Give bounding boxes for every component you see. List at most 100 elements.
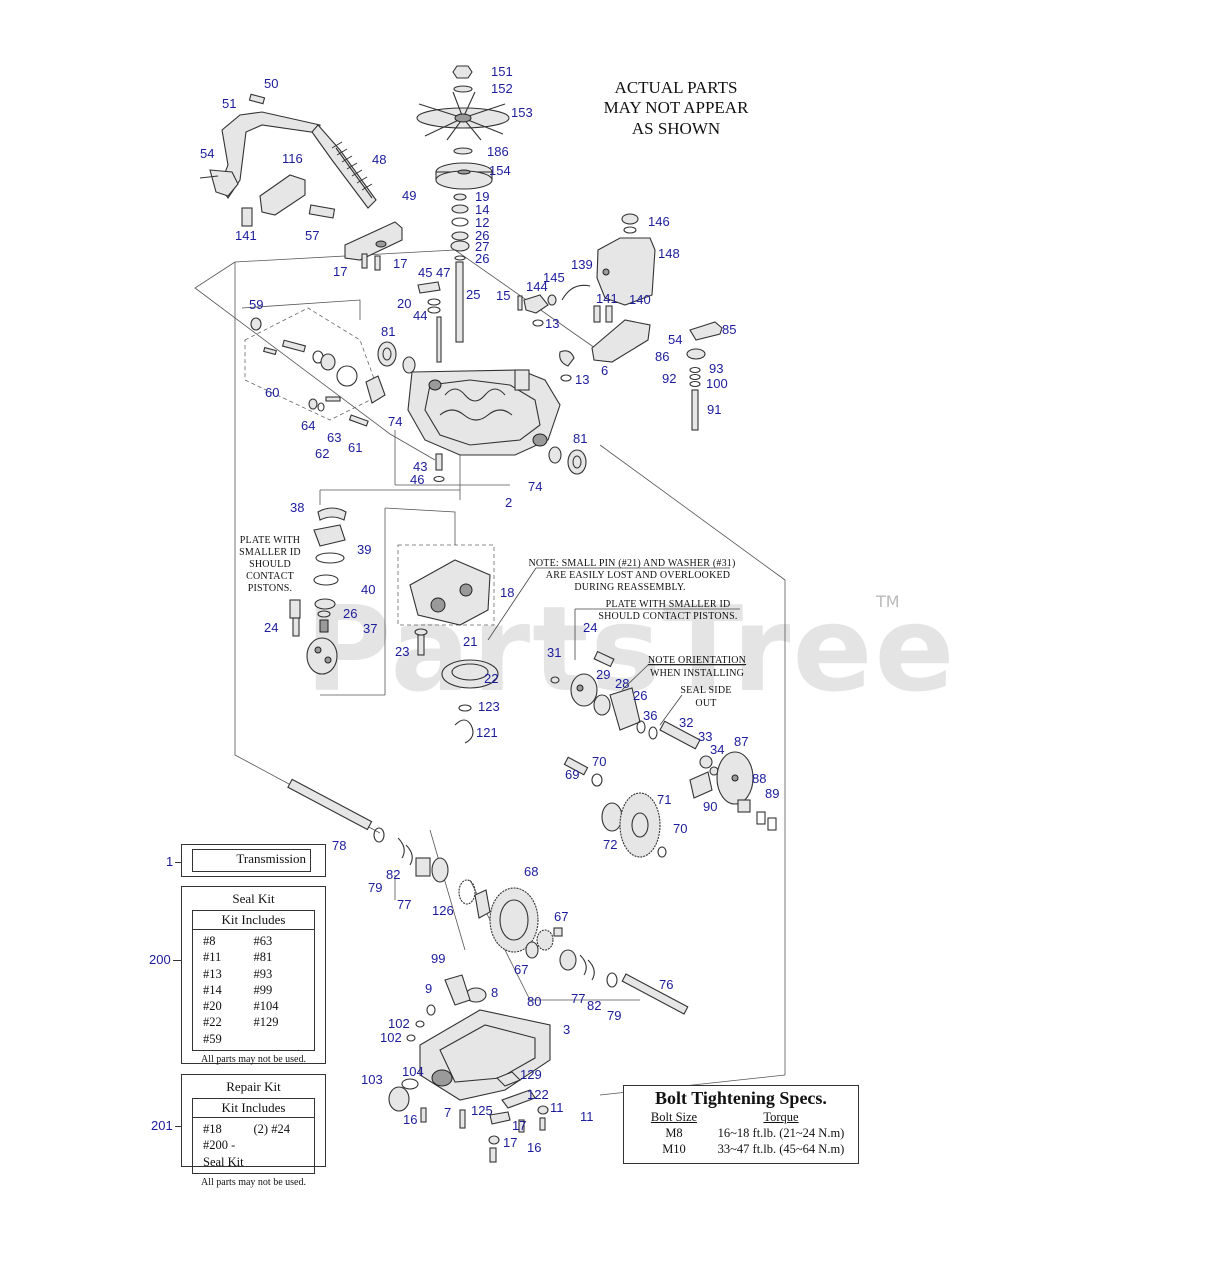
watermark-tm: TM — [875, 592, 900, 611]
header-note-line: ACTUAL PARTS — [615, 78, 738, 97]
callout-33: 33 — [698, 729, 712, 744]
kit-item: #8 — [203, 934, 216, 948]
callout-22: 22 — [484, 671, 498, 686]
callout-102: 102 — [388, 1016, 410, 1031]
kit-item — [254, 1031, 305, 1047]
callout-89: 89 — [765, 786, 779, 801]
transmission-label: Transmission — [192, 849, 311, 872]
note-line: WHEN INSTALLING — [650, 668, 744, 679]
callout-24: 24 — [583, 620, 597, 635]
callout-12: 12 — [475, 215, 489, 230]
note-line: SMALLER ID — [239, 547, 301, 558]
callout-100: 100 — [706, 376, 728, 391]
callout-31: 31 — [547, 645, 561, 660]
small-parts-upper — [377, 281, 651, 483]
callout-17: 17 — [512, 1118, 526, 1133]
callout-17: 17 — [503, 1135, 517, 1150]
callout-92: 92 — [662, 371, 676, 386]
main-housing — [407, 369, 561, 456]
callout-152: 152 — [491, 81, 513, 96]
callout-17: 17 — [393, 256, 407, 271]
callout-9: 9 — [425, 981, 432, 996]
callout-139: 139 — [571, 257, 593, 272]
kit-item: #129 — [253, 1015, 279, 1030]
callout-67: 67 — [554, 909, 568, 924]
shift-assembly-parts — [250, 317, 386, 427]
note-line: OUT — [695, 698, 716, 709]
callout-145: 145 — [543, 270, 565, 285]
callout-80: 80 — [527, 994, 541, 1009]
transmission-callout: 1 — [166, 854, 188, 869]
callout-90: 90 — [703, 799, 717, 814]
transmission-box: Transmission — [181, 844, 326, 877]
note-underlines — [487, 567, 745, 726]
callout-82: 82 — [587, 998, 601, 1013]
bolt-specs-header-size: Bolt Size — [650, 1110, 698, 1124]
callout-19: 19 — [475, 189, 489, 204]
callout-72: 72 — [603, 837, 617, 852]
callout-123: 123 — [478, 699, 500, 714]
callout-3: 3 — [563, 1022, 570, 1037]
kit-item: #22 — [203, 1015, 222, 1030]
callout-24: 24 — [264, 620, 278, 635]
callout-54: 54 — [200, 146, 214, 161]
callout-146: 146 — [648, 214, 670, 229]
callout-57: 57 — [305, 228, 319, 243]
repair-kit-callout: 201 — [151, 1118, 187, 1133]
callout-16: 16 — [527, 1140, 541, 1155]
callout-25: 25 — [466, 287, 480, 302]
kit-item: #63 — [253, 934, 273, 948]
callout-11: 11 — [550, 1100, 564, 1115]
kit-item: #93 — [253, 966, 273, 981]
callout-8: 8 — [491, 985, 498, 1000]
callout-68: 68 — [524, 864, 538, 879]
callout-37: 37 — [363, 621, 377, 636]
note-line: SEAL SIDE — [680, 685, 731, 696]
motor-section-parts — [550, 650, 777, 831]
note-line: DURING REASSEMBLY. — [574, 582, 685, 593]
header-note: ACTUAL PARTS MAY NOT APPEAR AS SHOWN — [604, 78, 750, 138]
callout-40: 40 — [361, 582, 375, 597]
callout-91: 91 — [707, 402, 721, 417]
kit-item: (2) #24 — [253, 1122, 290, 1136]
header-note-line: AS SHOWN — [632, 119, 720, 138]
callout-70: 70 — [673, 821, 687, 836]
callout-13: 13 — [575, 372, 589, 387]
callout-13: 13 — [545, 316, 559, 331]
callout-50: 50 — [264, 76, 278, 91]
callout-38: 38 — [290, 500, 304, 515]
note-line: SHOULD — [249, 559, 291, 570]
callout-77: 77 — [571, 991, 585, 1006]
callout-15: 15 — [496, 288, 510, 303]
center-section-parts — [289, 507, 499, 744]
note-line: CONTACT — [246, 571, 294, 582]
kit-item: #104 — [253, 999, 279, 1014]
bolt-specs-box: Bolt Tightening Specs. Bolt Size Torque … — [623, 1085, 859, 1164]
callout-82: 82 — [386, 867, 400, 882]
kit-item: #59 — [203, 1031, 222, 1046]
callout-59: 59 — [249, 297, 263, 312]
note-small-pin: NOTE: SMALL PIN (#21) AND WASHER (#31) A… — [528, 558, 735, 593]
bolt-size-cell: M8 — [665, 1126, 683, 1140]
kit-item: #200 - Seal Kit — [203, 1138, 244, 1169]
callout-116: 116 — [282, 151, 303, 166]
bolt-size-cell: M10 — [662, 1142, 686, 1156]
callout-121: 121 — [476, 725, 498, 740]
callout-69: 69 — [565, 767, 579, 782]
callout-186: 186 — [487, 144, 509, 159]
note-line: NOTE ORIENTATION — [648, 655, 746, 666]
callout-77: 77 — [397, 897, 411, 912]
seal-kit-title: Seal Kit — [232, 891, 275, 906]
callout-36: 36 — [643, 708, 657, 723]
repair-kit-title: Repair Kit — [226, 1079, 281, 1094]
callout-21: 21 — [463, 634, 477, 649]
callout-81: 81 — [381, 324, 395, 339]
callout-32: 32 — [679, 715, 693, 730]
callout-141: 141 — [596, 291, 618, 306]
control-linkage — [199, 93, 403, 271]
torque-cell: 16~18 ft.lb. (21~24 N.m) — [717, 1126, 845, 1140]
callout-81: 81 — [573, 431, 587, 446]
repair-kit-box: Repair Kit Kit Includes #18(2) #24#200 -… — [181, 1074, 326, 1188]
note-plate-right: PLATE WITH SMALLER ID SHOULD CONTACT PIS… — [598, 599, 737, 622]
axle-differential — [287, 778, 689, 1015]
